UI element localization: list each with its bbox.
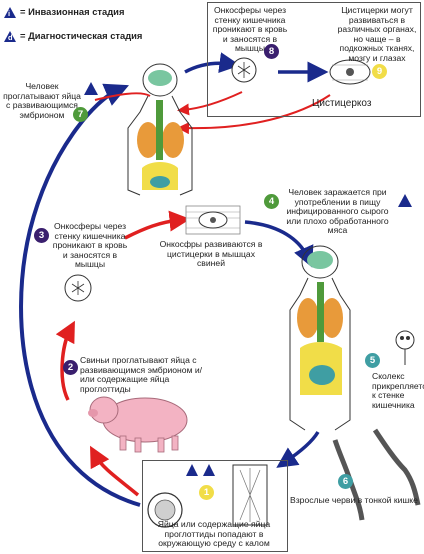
oncosphere-left: [64, 274, 92, 302]
legend-infective-label: = Инвазионная стадия: [20, 6, 125, 17]
step3-text: Онкосферы через стенку кишечника проника…: [52, 221, 128, 270]
infective-stage-icon-1: [186, 464, 198, 476]
muscle-cysticercus: [185, 205, 241, 235]
infective-stage-icon-7: [84, 82, 98, 95]
step6-text: Взрослые черви в тонкой кишке: [290, 495, 418, 505]
step6-badge: 6: [338, 474, 353, 489]
human-figure-right: [289, 245, 351, 431]
step5-text: Сколекс прикрепляется к стенке кишечника: [372, 371, 424, 410]
red-arrow-cyst-return-2: [177, 91, 243, 116]
step3-badge: 3: [34, 228, 49, 243]
step8-badge: 8: [264, 44, 279, 59]
diagnostic-stage-icon: d: [4, 30, 16, 42]
pig-illustration: [88, 396, 188, 453]
legend-diagnostic: d = Диагностическая стадия: [4, 30, 164, 42]
diagnostic-symbol: d: [8, 32, 13, 42]
diagnostic-stage-icon-1: [203, 464, 215, 476]
red-arrow-pig-to-3: [55, 320, 75, 401]
eggs-box: [142, 460, 288, 552]
infective-symbol: i: [8, 8, 11, 18]
infective-stage-icon-4: [398, 194, 412, 207]
legend: i = Инвазионная стадия d = Диагностическ…: [4, 6, 164, 42]
oncosphere-box: [231, 57, 257, 83]
step7-text: Человек проглатывают яйца с развивающимс…: [3, 81, 81, 120]
step2-badge: 2: [63, 360, 78, 375]
egg-illustration: [147, 492, 183, 528]
red-arrow-cyst-return-1: [177, 94, 331, 135]
scolex-illustration: [395, 330, 415, 365]
legend-diagnostic-label: = Диагностическая стадия: [20, 30, 143, 41]
step9-text: Цистицерки могут развиваться в различных…: [337, 5, 417, 63]
cysticercosis-box: [207, 2, 421, 117]
step4-text: Человек заражается при употреблении в пи…: [286, 187, 389, 236]
cysticercosis-title: Цистицеркоз: [312, 98, 372, 109]
step4-badge: 4: [264, 194, 279, 209]
step8-text: Онкосферы через стенку кишечника проника…: [212, 5, 288, 54]
proglottid-illustration: [232, 464, 268, 526]
red-arrow-eggs-to-pig: [90, 445, 140, 497]
step5-badge: 5: [365, 353, 380, 368]
step2-text: Свиньи проглатывают яйца с развивающимся…: [80, 355, 203, 394]
human-figure-top: [94, 63, 193, 196]
cysticercus-box: [329, 59, 371, 85]
legend-infective: i = Инвазионная стадия: [4, 6, 164, 18]
step1-badge: 1: [199, 485, 214, 500]
step3b-text: Онкосфры развиваются в цистицерки в мышц…: [159, 239, 263, 269]
step9-badge: 9: [372, 64, 387, 79]
red-arrow-3-to-muscle: [124, 210, 191, 240]
blue-arrow-to-worms: [276, 431, 320, 468]
infective-stage-icon: i: [4, 6, 16, 18]
step7-badge: 7: [73, 107, 88, 122]
step1-text: Яйца или содержащие яйца проглоттиды поп…: [157, 519, 271, 549]
